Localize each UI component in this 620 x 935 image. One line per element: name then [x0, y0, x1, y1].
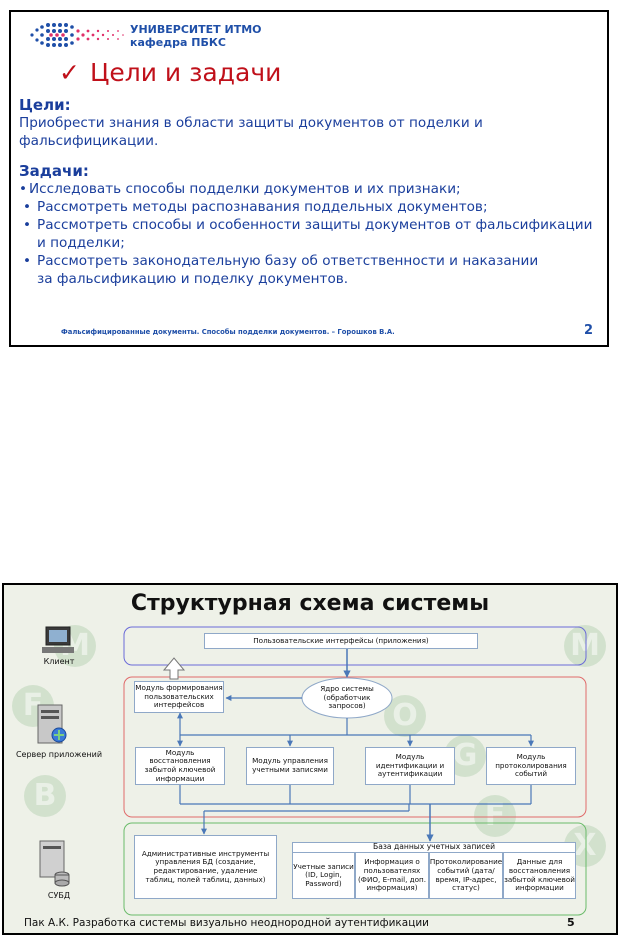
app-server-label: Сервер приложений — [15, 750, 103, 759]
page-number: 5 — [567, 916, 575, 929]
module-forming-ui: Модуль формирования пользовательских инт… — [134, 681, 224, 713]
client-computer-icon — [42, 626, 74, 653]
slide-footer: Пак А.К. Разработка системы визуально не… — [24, 917, 430, 929]
list-item: •Рассмотреть методы распознавания поддел… — [23, 199, 488, 215]
module-logging: Модуль протоколирования событий — [486, 747, 576, 785]
checkmark-icon: ✓ — [59, 58, 80, 87]
up-arrow-icon — [162, 657, 186, 680]
database-server-icon — [39, 840, 70, 887]
tasks-header: Задачи: — [19, 162, 89, 180]
slide-title-text: Цели и задачи — [89, 58, 282, 87]
module-accounts-mgmt: Модуль управления учетными записями — [246, 747, 334, 785]
dbms-label: СУБД — [47, 891, 71, 900]
org-name: УНИВЕРСИТЕТ ИТМО кафедра ПБКС — [130, 23, 262, 49]
server-icon — [37, 704, 67, 744]
goals-header: Цели: — [19, 96, 71, 114]
module-identification: Модуль идентификации и аутентификации — [365, 747, 455, 785]
department-name: кафедра ПБКС — [130, 36, 226, 49]
university-name: УНИВЕРСИТЕТ ИТМО — [130, 23, 262, 36]
list-item: •Рассмотреть законодательную базу об отв… — [23, 253, 539, 287]
db-table-events: Протоколирование событий (дата/время, IP… — [429, 852, 503, 899]
background-letter-icon: B — [24, 775, 66, 817]
db-tier-frame — [123, 822, 587, 916]
page-number: 2 — [584, 323, 594, 338]
admin-tools-box: Административные инструменты управления … — [134, 835, 277, 899]
tasks-list: •Исследовать способы подделки документов… — [19, 180, 604, 288]
list-item: •Исследовать способы подделки документов… — [19, 181, 461, 197]
slide-goals-tasks: УНИВЕРСИТЕТ ИТМО кафедра ПБКС ✓ Цели и за… — [9, 10, 609, 347]
db-table-recovery: Данные для восстановления забытой ключев… — [503, 852, 576, 899]
slide-body: Цели: Приобрести знания в области защиты… — [19, 96, 604, 288]
slide-footer: Фальсифицированные документы. Способы по… — [61, 328, 395, 336]
slide-title: Структурная схема системы — [130, 591, 490, 616]
bullet-icon: • — [19, 181, 28, 197]
bullet-icon: • — [23, 199, 32, 215]
server-tier-frame — [123, 676, 587, 818]
client-label: Клиент — [43, 657, 75, 666]
list-item: •Рассмотреть способы и особенности защит… — [23, 217, 593, 251]
module-recovery: Модуль восстановления забытой ключевой и… — [135, 747, 225, 785]
itmo-logo-icon — [30, 23, 124, 47]
background-letter-icon: F — [474, 795, 516, 837]
db-header: База данных учетных записей — [292, 842, 576, 852]
goals-text: Приобрести знания в области защиты докум… — [19, 115, 483, 149]
db-table-users: Информация о пользователях (ФИО, E-mail,… — [355, 852, 429, 899]
diagram-connectors — [37, 626, 587, 916]
db-table-accounts: Учетные записи (ID, Login, Password) — [292, 852, 355, 899]
slide-title: ✓ Цели и задачи — [59, 58, 281, 87]
slide-structure-diagram: M F B M G F X O Структурная схема систем… — [2, 583, 618, 935]
core-label: Ядро системы (обработчик запросов) — [320, 684, 374, 711]
ui-apps-box: Пользовательские интерфейсы (приложения) — [204, 633, 478, 649]
client-tier-frame — [123, 626, 587, 666]
bullet-icon: • — [23, 217, 32, 233]
bullet-icon: • — [23, 253, 32, 269]
